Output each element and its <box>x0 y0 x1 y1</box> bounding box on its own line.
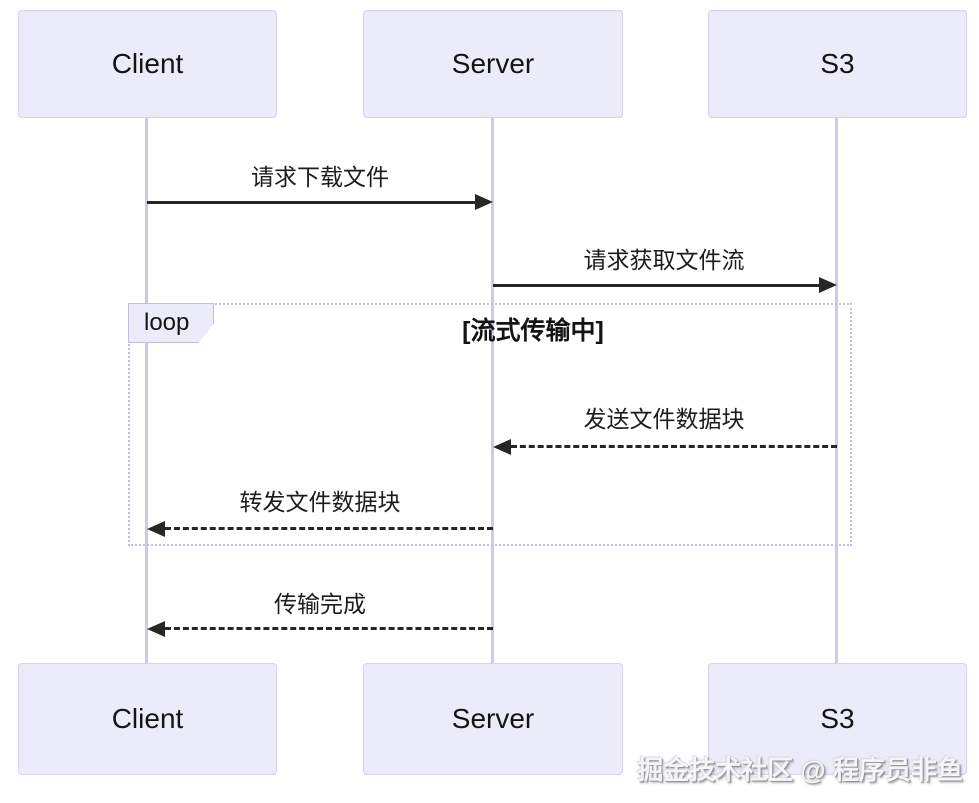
lifeline-client <box>145 118 148 664</box>
actor-label: Server <box>451 48 535 79</box>
watermark-text: 掘金技术社区 @ 程序员非鱼 <box>637 755 963 785</box>
actor-label: Server <box>451 703 535 734</box>
loop-tab: loop <box>128 303 214 343</box>
message-line-transfer-complete <box>165 627 493 630</box>
arrowhead-left-icon <box>147 521 165 537</box>
message-label-send-chunk: 发送文件数据块 <box>583 406 745 432</box>
actor-label: Client <box>111 703 184 734</box>
message-line-send-chunk <box>511 445 837 448</box>
actor-top-client: Client <box>18 10 277 118</box>
message-line-request-stream <box>493 284 821 287</box>
actor-bottom-client: Client <box>18 663 277 775</box>
message-line-forward-chunk <box>165 527 493 530</box>
actor-label: S3 <box>820 48 855 79</box>
actor-bottom-s3: S3 <box>708 663 967 775</box>
lifeline-s3 <box>835 118 838 664</box>
message-label-request-stream: 请求获取文件流 <box>583 247 745 273</box>
message-line-request-download <box>147 201 477 204</box>
message-label-request-download: 请求下载文件 <box>251 164 389 190</box>
actor-top-s3: S3 <box>708 10 967 118</box>
loop-tab-label: loop <box>144 309 190 336</box>
message-label-forward-chunk: 转发文件数据块 <box>239 489 401 515</box>
message-label-transfer-complete: 传输完成 <box>274 591 366 617</box>
loop-condition-label: [流式传输中] <box>462 317 604 345</box>
lifeline-server <box>491 118 494 664</box>
arrowhead-right-icon <box>819 277 837 293</box>
arrowhead-left-icon <box>147 621 165 637</box>
arrowhead-right-icon <box>475 194 493 210</box>
actor-label: Client <box>111 48 184 79</box>
actor-label: S3 <box>820 703 855 734</box>
actor-bottom-server: Server <box>363 663 623 775</box>
arrowhead-left-icon <box>493 439 511 455</box>
actor-top-server: Server <box>363 10 623 118</box>
loop-frame: loop [流式传输中] <box>128 303 852 546</box>
